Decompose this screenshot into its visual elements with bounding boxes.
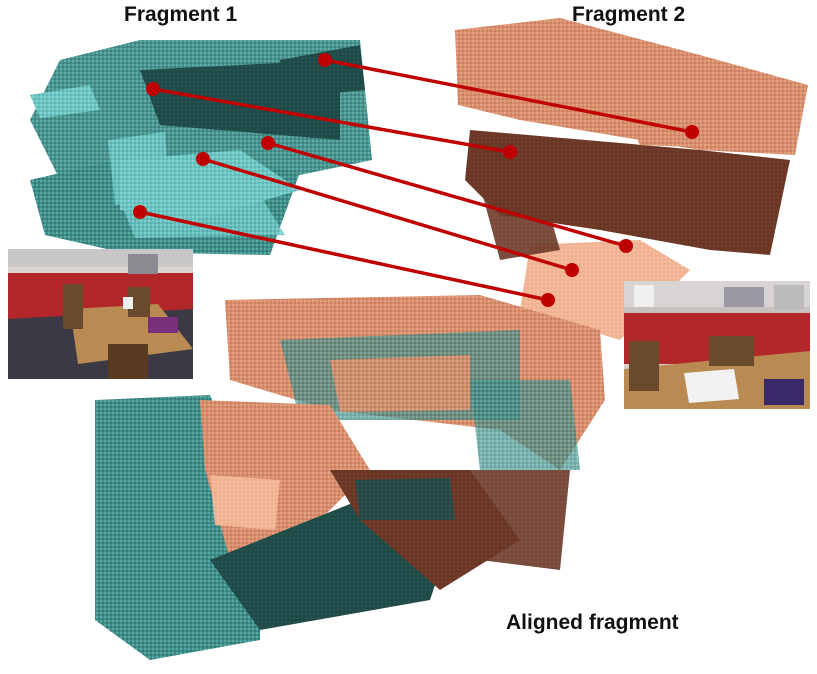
fragment-1-title: Fragment 1 [124, 3, 238, 26]
correspondence-line-4 [201, 157, 574, 272]
keypoint-f2-4 [565, 263, 579, 277]
correspondence-endpoints [133, 53, 699, 307]
keypoint-f2-5 [541, 293, 555, 307]
keypoint-f1-1 [318, 53, 332, 67]
keypoint-f2-2 [503, 145, 517, 159]
fragment-1-pointcloud [30, 40, 372, 255]
correspondence-line-3 [266, 141, 628, 248]
keypoint-f1-4 [196, 152, 210, 166]
keypoint-f2-3 [619, 239, 633, 253]
correspondence-line-5 [138, 210, 550, 302]
correspondence-line-2 [151, 87, 512, 154]
fragment-2-photo [624, 281, 810, 409]
keypoint-f2-1 [685, 125, 699, 139]
aligned-fragment-title: Aligned fragment [506, 611, 679, 634]
fragment-2-title: Fragment 2 [572, 3, 686, 26]
aligned-fragment-pointcloud [95, 295, 605, 660]
fragment-1-photo [8, 249, 193, 379]
keypoint-f1-3 [261, 136, 275, 150]
keypoint-f1-2 [146, 82, 160, 96]
correspondence-lines [138, 58, 694, 302]
keypoint-f1-5 [133, 205, 147, 219]
correspondence-line-1 [323, 58, 694, 134]
